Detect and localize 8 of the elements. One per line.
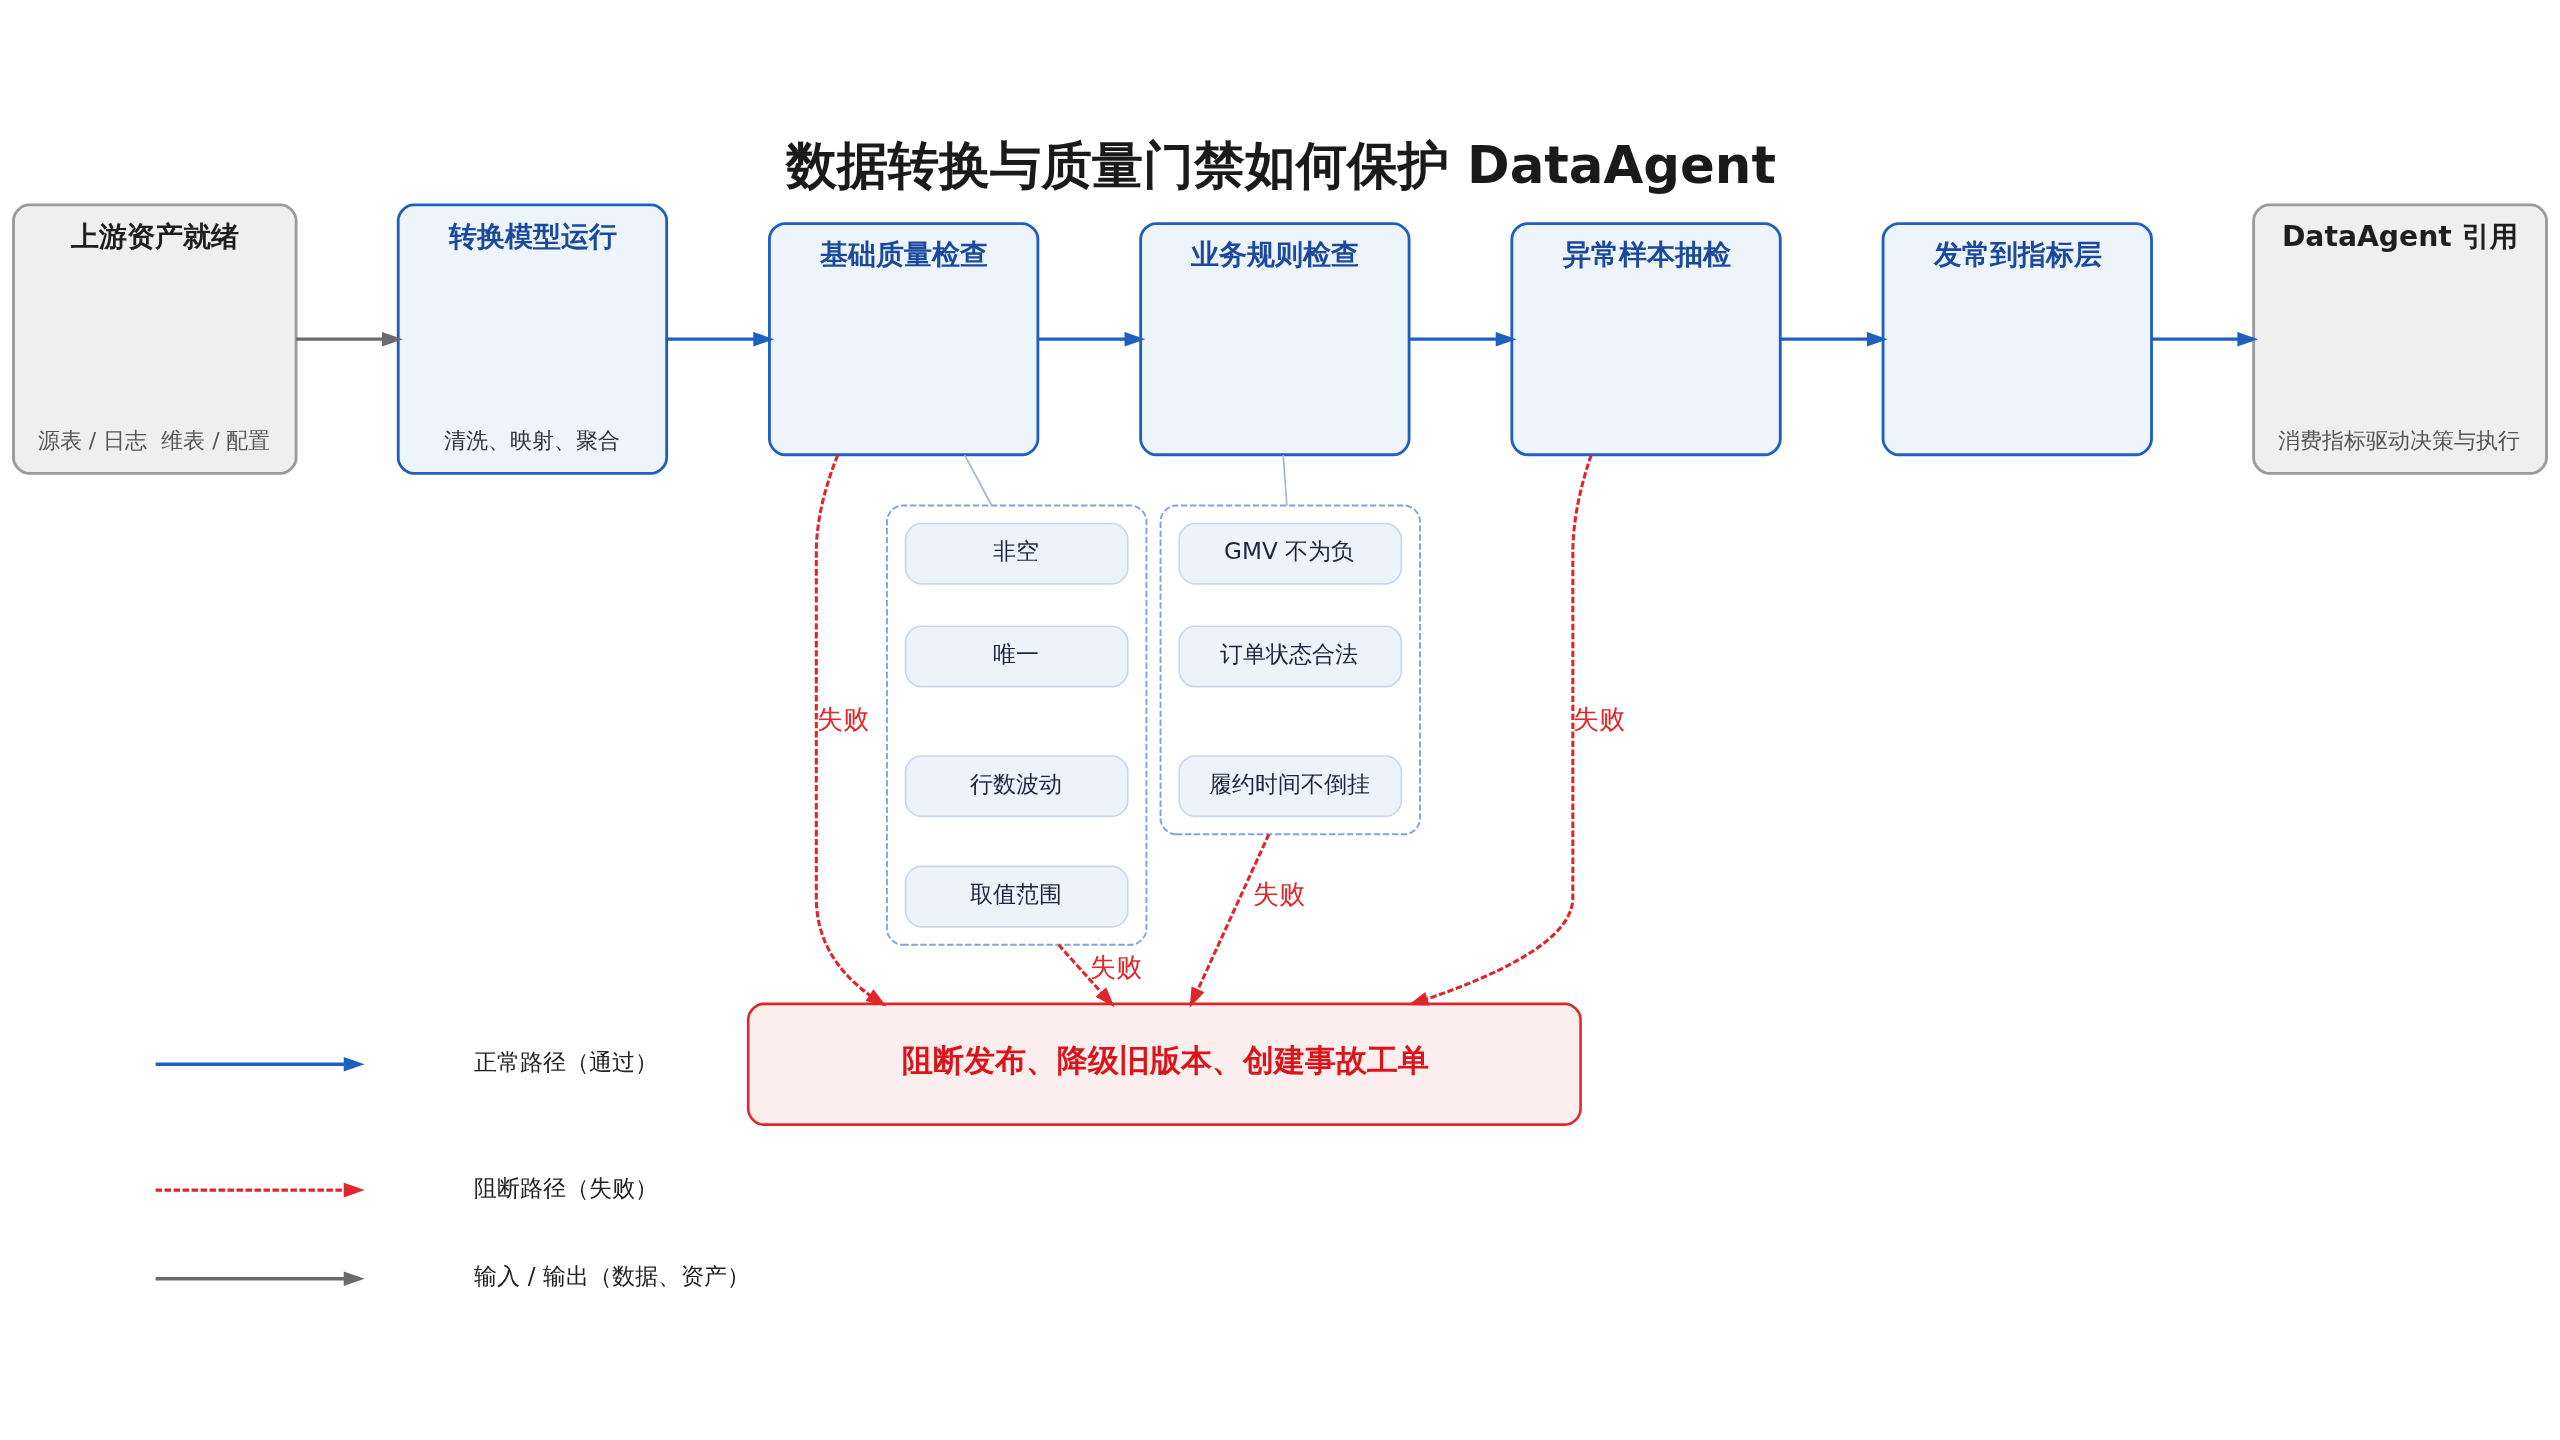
legend-label: 阻断路径（失败） bbox=[473, 1174, 658, 1201]
edge-label: 失败 bbox=[1253, 879, 1306, 910]
edge-label: 失败 bbox=[816, 703, 869, 734]
diagram-title: 数据转换与质量门禁如何保护 DataAgent bbox=[786, 135, 1776, 196]
edge-label: 失败 bbox=[1573, 703, 1626, 734]
legend-label: 输入 / 输出（数据、资产） bbox=[474, 1263, 750, 1290]
edge-label: 失败 bbox=[1090, 951, 1143, 982]
legend-label: 正常路径（通过） bbox=[473, 1048, 658, 1075]
